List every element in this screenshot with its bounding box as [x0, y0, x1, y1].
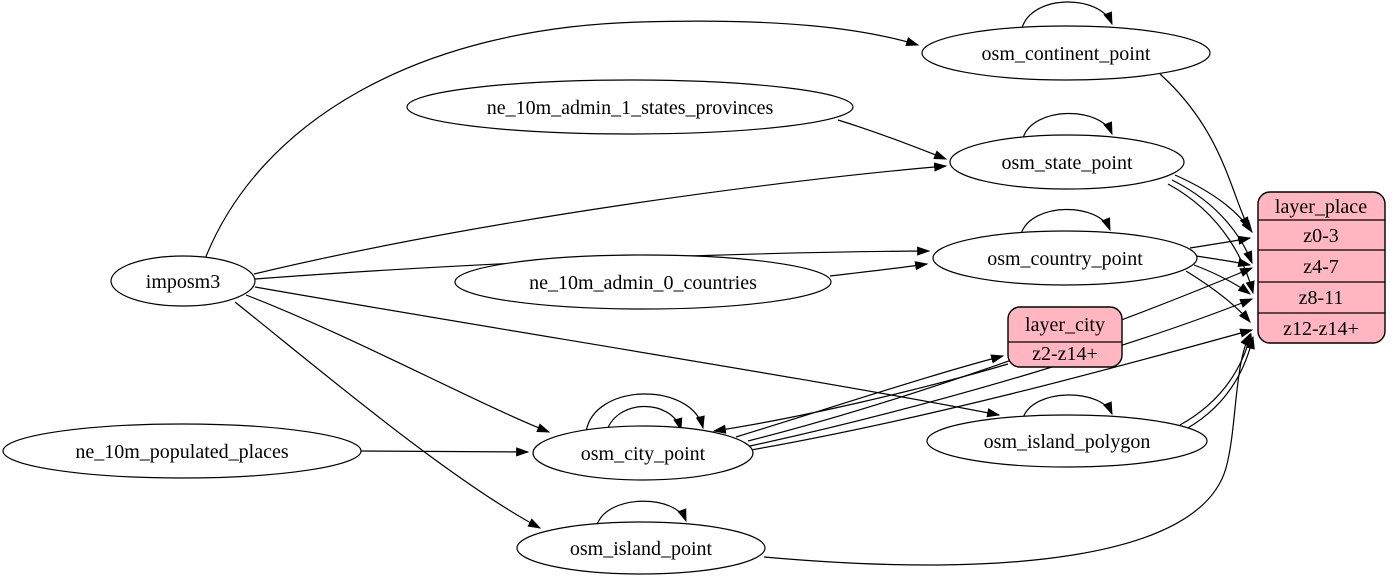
node-osm-country-point-label: osm_country_point: [987, 248, 1143, 270]
selfloop-osm-continent-point: [1021, 1, 1113, 29]
node-osm-country-point-shape: [932, 230, 1198, 286]
edge-imposm3-to-osm-state-point: [253, 162, 948, 275]
node-ne-10m-admin-1-label: ne_10m_admin_1_states_provinces: [487, 97, 774, 119]
node-osm-island-point: osm_island_point: [516, 521, 766, 575]
selfloop-osm-island-point: [596, 500, 687, 526]
selfloop-osm-city-point-outer: [585, 393, 705, 433]
node-osm-city-point-shape: [532, 425, 754, 481]
node-osm-state-point-label: osm_state_point: [1001, 152, 1133, 174]
edge-osm-state-point-to-z0-3: [1174, 174, 1253, 234]
selfloop-osm-city-point-inner: [605, 405, 683, 435]
node-layer-place: layer_place z0-3 z4-7 z8-11 z12-z14+: [1257, 191, 1386, 344]
node-ne-10m-admin-0-shape: [454, 254, 832, 310]
node-ne-10m-admin-1-shape: [406, 79, 854, 135]
selfloop-osm-country-point: [1020, 208, 1111, 235]
selfloop-osm-state-point: [1022, 112, 1113, 139]
layer-place-title: layer_place: [1275, 196, 1367, 218]
edge-osm-state-point-to-z4-7: [1171, 179, 1253, 265]
edge-osm-country-point-to-z12-z14: [1185, 270, 1251, 324]
node-osm-continent-point-shape: [921, 25, 1211, 81]
edge-imposm3-to-osm-continent-point: [204, 20, 920, 260]
layer-city-title: layer_city: [1025, 314, 1105, 336]
node-layer-place-shape: [1257, 191, 1386, 344]
node-osm-continent-point-label: osm_continent_point: [982, 43, 1151, 65]
edge-osm-city-point-to-layer-city: [735, 354, 1005, 438]
node-ne-10m-populated-places-shape: [2, 423, 362, 479]
node-ne-10m-populated-places: ne_10m_populated_places: [2, 423, 362, 479]
edge-ne-10m-populated-places-to-osm-city-point: [360, 447, 530, 457]
layer-place-row-z12-z14: z12-z14+: [1283, 318, 1359, 340]
edge-osm-island-point-to-z12-z14: [763, 332, 1251, 566]
node-ne-10m-populated-places-label: ne_10m_populated_places: [75, 441, 288, 463]
edge-imposm3-to-osm-island-polygon: [254, 286, 1001, 418]
node-osm-country-point: osm_country_point: [932, 230, 1198, 286]
edge-osm-city-point-to-z12-z14: [750, 328, 1254, 451]
selfloop-osm-island-polygon: [1022, 394, 1113, 419]
edge-osm-state-point-to-z8-11: [1167, 183, 1255, 295]
edge-osm-country-point-to-z8-11: [1193, 264, 1252, 295]
edge-osm-city-point-to-z4-7: [747, 267, 1254, 442]
node-layer-city-shape: [1007, 306, 1123, 368]
edge-osm-island-polygon-to-z12-z14-b: [1185, 335, 1255, 430]
layer-city-row-z2-z14: z2-z14+: [1032, 343, 1098, 365]
node-ne-10m-admin-0-countries: ne_10m_admin_0_countries: [454, 254, 832, 310]
node-osm-island-point-shape: [516, 521, 766, 575]
edge-osm-country-point-to-z4-7: [1195, 255, 1252, 268]
node-osm-island-point-label: osm_island_point: [570, 538, 713, 560]
edge-imposm3-to-osm-city-point: [245, 294, 551, 433]
node-ne-10m-admin-0-label: ne_10m_admin_0_countries: [529, 272, 757, 294]
layer-place-row-z4-7: z4-7: [1303, 256, 1339, 278]
node-osm-state-point: osm_state_point: [949, 134, 1185, 190]
node-imposm3: imposm3: [110, 255, 256, 307]
edge-osm-continent-point-to-z0-3: [1159, 73, 1250, 231]
edge-ne-10m-admin-1-to-osm-state-point: [837, 119, 948, 160]
node-osm-continent-point: osm_continent_point: [921, 25, 1211, 81]
edge-ne-10m-admin-0-to-osm-country-point: [829, 261, 929, 277]
edge-osm-island-polygon-to-z12-z14-a: [1179, 332, 1253, 426]
node-osm-island-polygon-shape: [926, 414, 1208, 468]
node-osm-state-point-shape: [949, 134, 1185, 190]
node-osm-city-point-label: osm_city_point: [581, 443, 706, 465]
node-ne-10m-admin-1-states-provinces: ne_10m_admin_1_states_provinces: [406, 79, 854, 135]
layer-place-row-z8-11: z8-11: [1299, 287, 1344, 309]
edge-imposm3-to-osm-island-point: [234, 301, 542, 529]
layer-place-row-z0-3: z0-3: [1303, 225, 1339, 247]
node-layer-city: layer_city z2-z14+: [1007, 306, 1123, 368]
edge-layer-city-to-osm-city-point: [712, 363, 1009, 434]
edge-osm-country-point-to-z0-3: [1189, 235, 1252, 249]
edge-osm-city-point-to-z8-11: [749, 298, 1254, 447]
node-osm-island-polygon-label: osm_island_polygon: [984, 431, 1151, 453]
node-imposm3-shape: [110, 255, 256, 307]
node-osm-island-polygon: osm_island_polygon: [926, 414, 1208, 468]
node-osm-city-point: osm_city_point: [532, 425, 754, 481]
node-imposm3-label: imposm3: [146, 271, 220, 293]
